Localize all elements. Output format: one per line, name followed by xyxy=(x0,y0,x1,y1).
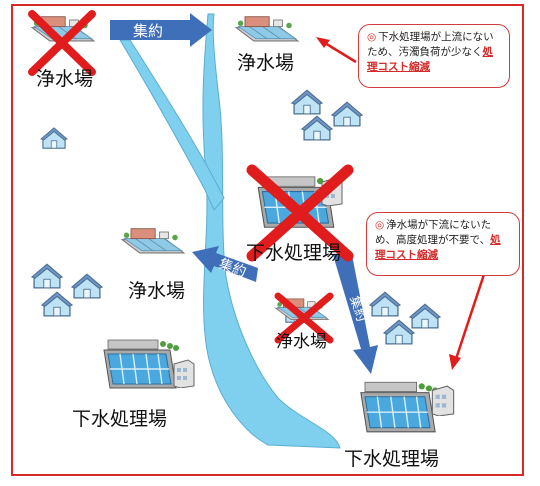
callout-top-highlight: 処理コスト縮減 xyxy=(367,46,493,73)
cross-mark xyxy=(246,164,354,262)
callout-mid-highlight: 処理コスト縮減 xyxy=(375,234,501,261)
cross-mark xyxy=(28,10,96,76)
house-icon xyxy=(291,89,323,115)
label-sewage-center: 下水処理場 xyxy=(246,242,342,264)
callout-mid: ◎浄水場が下流にないため、高度処理が不要で、処理コスト縮減 xyxy=(366,212,520,276)
sewage-plant-icon xyxy=(360,381,439,433)
house-icon xyxy=(331,101,363,127)
callout-top-text: 下水処理場が上流にないため、汚濁負荷が少なく xyxy=(367,31,494,58)
label-sewage-right: 下水処理場 xyxy=(344,448,440,470)
cross-mark xyxy=(274,292,334,344)
callout-marker: ◎ xyxy=(367,31,377,43)
house-icon xyxy=(41,291,73,317)
label-plant-top: 浄水場 xyxy=(237,52,295,74)
river-tributary xyxy=(119,39,225,211)
sewage-plant-icon xyxy=(103,339,180,389)
house-icon xyxy=(40,127,68,149)
water-plant-icon xyxy=(121,228,185,254)
arrow-mid xyxy=(192,246,258,282)
callout-top: ◎下水処理場が上流にないため、汚濁負荷が少なく処理コスト縮減 xyxy=(358,24,510,88)
arrow-diag xyxy=(333,255,378,374)
callout-pointer-head xyxy=(449,354,461,370)
house-icon xyxy=(71,273,103,299)
label-plant-crossed: 浄水場 xyxy=(276,332,327,352)
diagram-frame xyxy=(11,4,524,476)
house-icon xyxy=(383,319,415,345)
house-icon xyxy=(369,291,401,317)
house-icon xyxy=(409,303,441,329)
callout-mid-text: 浄水場が下流にないため、高度処理が不要で、 xyxy=(375,219,492,246)
arrow-top xyxy=(110,13,212,47)
label-plant-topleft: 浄水場 xyxy=(36,68,94,90)
arrow-top-label: 集約 xyxy=(133,22,163,40)
callout-pointer-head xyxy=(316,37,330,48)
building-icon xyxy=(173,359,195,388)
arrow-diag-label: 集約 xyxy=(346,294,369,324)
house-icon xyxy=(301,115,333,141)
callout-marker: ◎ xyxy=(375,219,385,231)
water-plant-icon xyxy=(235,16,299,42)
building-icon xyxy=(431,385,455,416)
house-icon xyxy=(31,263,63,289)
label-plant-mid: 浄水場 xyxy=(128,280,186,302)
label-sewage-left: 下水処理場 xyxy=(72,408,168,430)
